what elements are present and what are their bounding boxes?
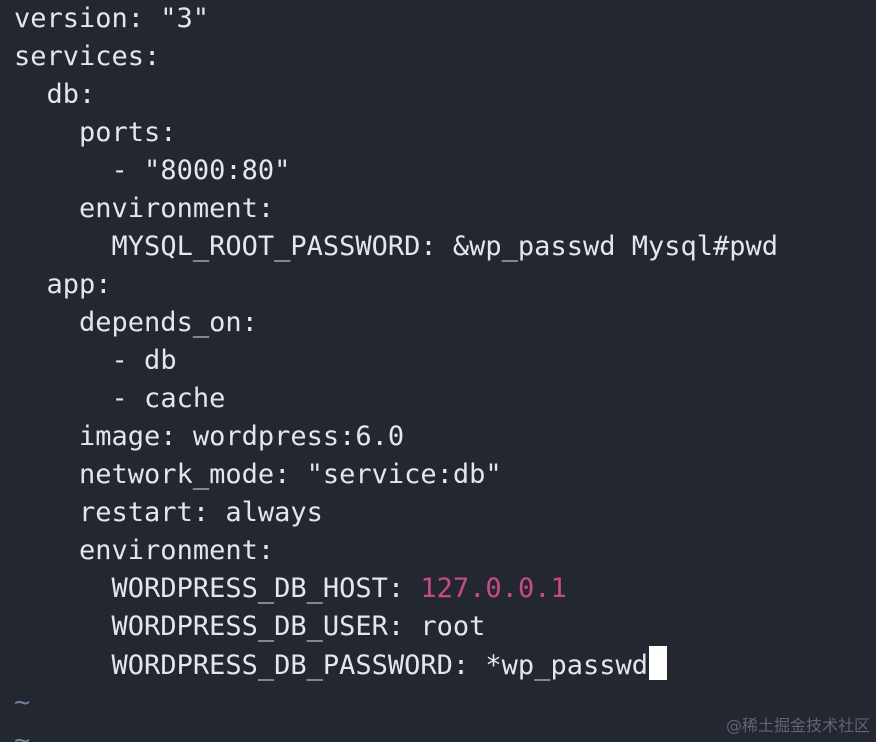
code-line: - cache xyxy=(111,383,226,414)
code-line: - db xyxy=(111,345,177,376)
code-line: db: xyxy=(46,79,96,110)
code-line: WORDPRESS_DB_HOST: 127.0.0.1 xyxy=(111,573,567,604)
code-line: network_mode: "service:db" xyxy=(79,459,502,490)
empty-line-marker: ~ xyxy=(14,725,31,742)
text-cursor xyxy=(648,646,667,680)
code-line: version: "3" xyxy=(14,3,210,34)
empty-line-marker: ~ xyxy=(14,687,31,718)
code-line: restart: always xyxy=(79,497,323,528)
code-line: ports: xyxy=(79,117,177,148)
code-line: app: xyxy=(46,269,112,300)
code-line: WORDPRESS_DB_USER: root xyxy=(111,611,486,642)
code-line: services: xyxy=(14,41,161,72)
code-line-current: WORDPRESS_DB_PASSWORD: *wp_passwd xyxy=(0,646,876,684)
code-line: depends_on: xyxy=(79,307,258,338)
code-line: environment: xyxy=(79,535,275,566)
code-line: - "8000:80" xyxy=(111,155,291,186)
code-line: environment: xyxy=(79,193,275,224)
watermark: @稀土掘金技术社区 xyxy=(725,716,870,735)
ip-value: 127.0.0.1 xyxy=(420,573,567,604)
code-line: image: wordpress:6.0 xyxy=(79,421,405,452)
code-line: MYSQL_ROOT_PASSWORD: &wp_passwd Mysql#pw… xyxy=(111,231,779,262)
